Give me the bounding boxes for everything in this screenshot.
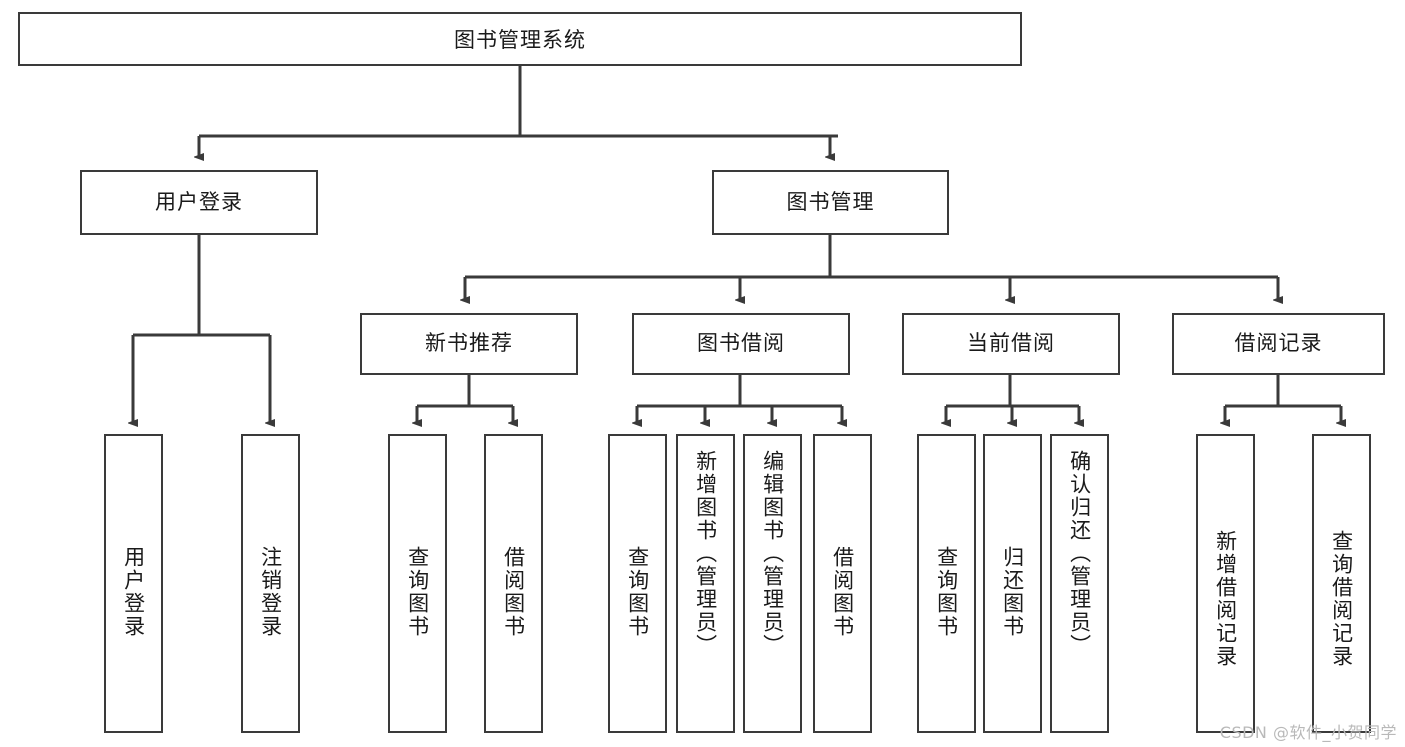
leaf-current-confirm-return-label: 确认归还（管理员） [1067,450,1092,657]
leaf-user-login-login-label: 用户登录 [121,546,146,638]
node-borrow-record-label: 借阅记录 [1234,331,1323,356]
leaf-new-book-query[interactable]: 查询图书 [388,434,447,733]
leaf-record-add-label: 新增借阅记录 [1213,530,1238,668]
leaf-current-return-book[interactable]: 归还图书 [983,434,1042,733]
leaf-borrow-edit-book-label: 编辑图书（管理员） [760,450,785,657]
leaf-record-add[interactable]: 新增借阅记录 [1196,434,1255,733]
node-current-borrow[interactable]: 当前借阅 [902,313,1120,375]
leaf-current-return-book-label: 归还图书 [1000,546,1025,638]
leaf-borrow-edit-book[interactable]: 编辑图书（管理员） [743,434,802,733]
node-current-borrow-label: 当前借阅 [967,331,1055,356]
leaf-borrow-add-book[interactable]: 新增图书（管理员） [676,434,735,733]
leaf-user-login-login[interactable]: 用户登录 [104,434,163,733]
node-user-login[interactable]: 用户登录 [80,170,318,235]
node-borrow-record[interactable]: 借阅记录 [1172,313,1385,375]
leaf-current-query-book[interactable]: 查询图书 [917,434,976,733]
node-book-borrow-label: 图书借阅 [697,331,785,356]
leaf-user-login-logout[interactable]: 注销登录 [241,434,300,733]
leaf-borrow-add-book-label: 新增图书（管理员） [693,450,718,657]
leaf-new-book-query-label: 查询图书 [405,546,430,638]
leaf-borrow-query-book[interactable]: 查询图书 [608,434,667,733]
leaf-new-book-borrow[interactable]: 借阅图书 [484,434,543,733]
leaf-record-query[interactable]: 查询借阅记录 [1312,434,1371,733]
leaf-new-book-borrow-label: 借阅图书 [501,546,526,638]
node-book-management[interactable]: 图书管理 [712,170,949,235]
leaf-borrow-borrow-book-label: 借阅图书 [830,546,855,638]
watermark: CSDN @软件_小贺同学 [1219,723,1397,742]
node-root[interactable]: 图书管理系统 [18,12,1022,66]
leaf-current-query-book-label: 查询图书 [934,546,959,638]
leaf-current-confirm-return[interactable]: 确认归还（管理员） [1050,434,1109,733]
node-new-book-recommend-label: 新书推荐 [425,331,513,356]
leaf-record-query-label: 查询借阅记录 [1329,530,1354,668]
node-root-label: 图书管理系统 [454,28,586,52]
leaf-borrow-query-book-label: 查询图书 [625,546,650,638]
node-user-login-label: 用户登录 [155,189,243,214]
leaf-borrow-borrow-book[interactable]: 借阅图书 [813,434,872,733]
node-book-borrow[interactable]: 图书借阅 [632,313,850,375]
node-book-management-label: 图书管理 [786,189,875,214]
node-new-book-recommend[interactable]: 新书推荐 [360,313,578,375]
leaf-user-login-logout-label: 注销登录 [258,546,283,638]
